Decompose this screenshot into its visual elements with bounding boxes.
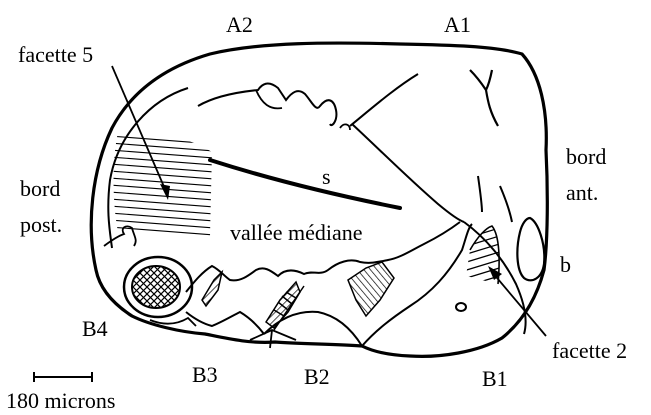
sulcus-s-line	[210, 160, 400, 208]
cusp-b2-cross	[250, 330, 296, 348]
label-facette-5: facette 5	[18, 42, 93, 67]
label-bord-post-line1: bord	[20, 176, 60, 201]
facet-b2-left-hatched	[266, 282, 300, 328]
label-bord-ant-line1: bord	[566, 144, 606, 169]
label-sulcus-s: s	[322, 164, 331, 189]
label-b3: B3	[192, 362, 218, 387]
facette-5-arrowhead	[160, 184, 170, 200]
facet-b3-hatched	[202, 272, 222, 306]
scale-bar	[34, 372, 92, 382]
facette-2-arrowhead	[488, 266, 502, 280]
crest-a1-short	[478, 176, 482, 212]
facette-2-leader	[492, 272, 546, 336]
label-bord-post-line2: post.	[20, 212, 62, 237]
label-facette-2: facette 2	[552, 338, 627, 363]
crest-a1-descending	[352, 124, 464, 222]
cusp-a2-notch	[340, 124, 350, 130]
facette-5-leader	[112, 66, 168, 196]
crest-a2-to-a1	[350, 74, 418, 126]
crown-outline	[91, 43, 547, 356]
label-b2: B2	[304, 364, 330, 389]
label-bord-ant-line2: ant.	[566, 180, 598, 205]
label-a1: A1	[444, 12, 471, 37]
label-b4: B4	[82, 316, 108, 341]
structure-b-teardrop	[517, 218, 544, 280]
label-b1: B1	[482, 366, 508, 391]
cusp-b4-crosshatch	[132, 266, 180, 308]
cusp-b3-outline	[186, 312, 264, 334]
cusp-a1-y-mark	[470, 70, 498, 126]
label-vallee-mediane: vallée médiane	[230, 220, 363, 245]
pit-circle	[456, 303, 466, 311]
facet-b2-right-hatched	[348, 262, 394, 316]
label-scale: 180 microns	[6, 388, 115, 413]
cusp-a2-inner	[256, 90, 282, 108]
crest-a1-anterior	[500, 186, 512, 222]
label-b: b	[560, 252, 571, 277]
label-a2: A2	[226, 12, 253, 37]
